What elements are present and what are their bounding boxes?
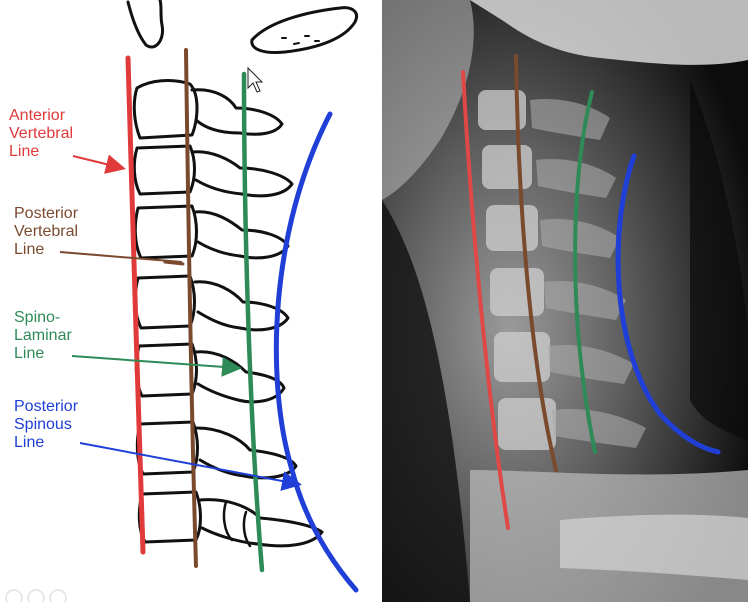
label-line: Spino- [14, 309, 61, 326]
anterior-vertebral-line-xray [461, 70, 510, 530]
posterior-vertebral-line-drawing [184, 48, 198, 568]
label-line: Laminar [14, 327, 72, 344]
posterior-line-leader [59, 251, 183, 263]
anterior-vertebral-line-drawing [125, 55, 146, 555]
posterior-spinous-line-xray [615, 153, 721, 455]
label-line: Vertebral [14, 223, 79, 240]
skull-base-sketch [126, 0, 358, 54]
label-line: Posterior [14, 398, 79, 415]
spino-laminar-line-xray [573, 90, 597, 454]
label-line: Line [14, 241, 45, 258]
posterior-spinous-line-label: Posterior Spinous Line [14, 398, 78, 452]
xray-anatomy [382, 0, 748, 602]
label-line: Vertebral [9, 125, 74, 142]
label-line: Line [9, 143, 40, 160]
label-line: Anterior [9, 107, 66, 124]
posterior-vertebral-line-label: Posterior Vertebral Line [14, 205, 78, 259]
playback-controls-icon [5, 589, 67, 602]
posterior-spinous-line-drawing [273, 111, 359, 593]
label-line: Line [14, 434, 45, 451]
label-line: Spinous [14, 416, 72, 433]
mouse-cursor-icon [247, 66, 264, 93]
spino-line-arrow [71, 355, 242, 377]
anterior-line-arrow [72, 154, 126, 174]
anterior-vertebral-line-label: Anterior Vertebral Line [9, 107, 73, 161]
posterior-vertebral-line-xray [514, 54, 558, 472]
spinous-line-arrow [79, 442, 302, 491]
label-line: Line [14, 345, 45, 362]
spino-laminar-line-label: Spino- Laminar Line [14, 309, 72, 363]
spino-laminar-line-drawing [241, 71, 265, 573]
label-line: Posterior [14, 205, 79, 222]
